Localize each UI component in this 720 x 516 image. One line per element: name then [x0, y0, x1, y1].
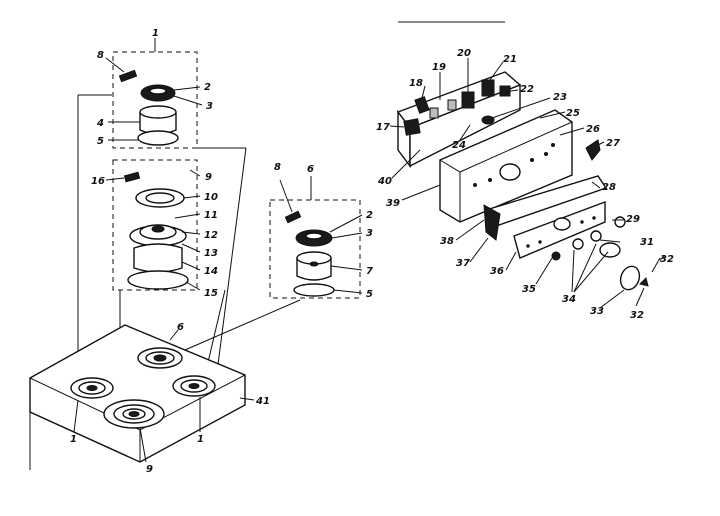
callout-28: 28: [602, 182, 616, 193]
callout-40: 40: [377, 176, 392, 187]
callout-5-right: 5: [366, 289, 373, 300]
callout-24: 24: [452, 140, 466, 151]
callout-16: 16: [91, 176, 105, 187]
callout-32-bottom: 32: [630, 310, 644, 321]
callout-18: 18: [409, 78, 423, 89]
cooktop-burner-left: [70, 377, 114, 399]
callout-2-right: 2: [366, 210, 373, 221]
callout-11: 11: [204, 210, 218, 221]
callout-37: 37: [456, 258, 470, 269]
cooktop-burner-right: [172, 375, 216, 397]
callout-27: 27: [606, 138, 620, 149]
callout-9-top: 9: [205, 172, 212, 183]
callout-39: 39: [386, 198, 400, 209]
callout-34: 34: [562, 294, 576, 305]
callout-41: 41: [255, 396, 270, 407]
callout-6-cooktop: 6: [177, 322, 184, 333]
burner-assembly-1: [105, 38, 203, 149]
cooktop-burner-front-large: [103, 399, 165, 429]
callout-2-left: 2: [204, 82, 211, 93]
callout-33: 33: [590, 306, 604, 317]
callout-1-top: 1: [152, 28, 159, 39]
callout-5-left: 5: [97, 136, 104, 147]
callout-8-left: 8: [97, 50, 104, 61]
callout-35: 35: [522, 284, 536, 295]
cooktop-burner-rear: [137, 347, 183, 369]
callout-1-left: 1: [70, 434, 77, 445]
callout-29: 29: [626, 214, 640, 225]
callout-22: 22: [520, 84, 534, 95]
callout-labels: 1 8 2 3 4 5 9 16 10 11 12 13 14 15 6 8 2…: [70, 28, 674, 475]
control-panel-assembly: [389, 21, 665, 309]
burner-assembly-9: [105, 159, 201, 291]
callout-3-left: 3: [206, 101, 213, 112]
callout-17: 17: [376, 122, 390, 133]
callout-38: 38: [440, 236, 454, 247]
callout-1-right: 1: [197, 434, 204, 445]
callout-26: 26: [586, 124, 600, 135]
callout-21: 21: [503, 54, 517, 65]
callout-20: 20: [457, 48, 471, 59]
callout-4: 4: [96, 118, 104, 129]
callout-19: 19: [432, 62, 446, 73]
callout-13: 13: [204, 248, 218, 259]
callout-25: 25: [566, 108, 580, 119]
callout-14: 14: [204, 266, 218, 277]
callout-12: 12: [204, 230, 218, 241]
callout-7: 7: [366, 266, 373, 277]
callout-6-top: 6: [307, 164, 314, 175]
callout-8-right: 8: [274, 162, 281, 173]
callout-36: 36: [490, 266, 504, 277]
burner-assembly-6: [269, 176, 363, 299]
callout-3-right: 3: [366, 228, 373, 239]
cooktop-41: [29, 324, 255, 470]
callout-9-bottom: 9: [146, 464, 153, 475]
callout-10: 10: [204, 192, 218, 203]
callout-31: 31: [640, 237, 654, 248]
callout-23: 23: [553, 92, 567, 103]
callout-32-right: 32: [660, 254, 674, 265]
callout-15: 15: [204, 288, 218, 299]
